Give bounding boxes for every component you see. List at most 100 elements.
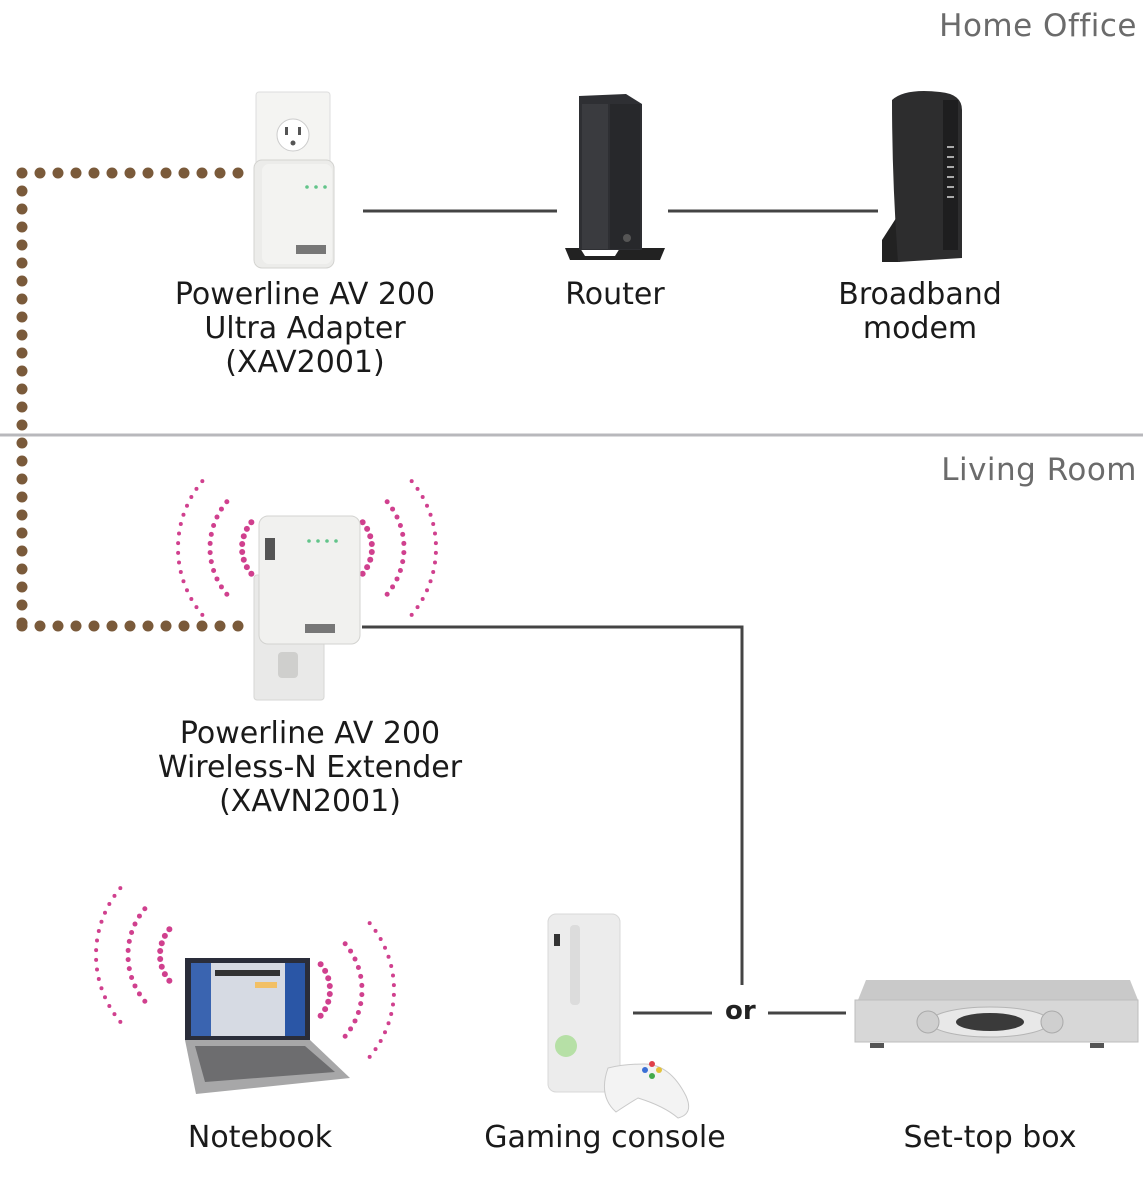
powerline-dot <box>232 620 244 632</box>
powerline-dot <box>124 167 136 179</box>
label-line: Powerline AV 200 <box>179 716 441 751</box>
wifi-signal-dot <box>431 522 436 527</box>
wifi-signal-dot <box>342 1033 348 1039</box>
wifi-signal-dot <box>207 540 213 546</box>
powerline-dot <box>16 167 28 179</box>
wifi-signal-dot <box>367 556 374 563</box>
wifi-signal-dot <box>158 963 165 970</box>
wifi-signal-dot <box>248 570 255 577</box>
powerline-dot <box>16 257 28 269</box>
laptop-icon <box>185 958 350 1094</box>
wire-extender-down <box>362 625 744 985</box>
wifi-signal-dot <box>355 1009 361 1015</box>
wifi-signal-dot <box>107 902 112 907</box>
powerline-dot <box>160 620 172 632</box>
zone-label-living-room: Living Room <box>941 452 1137 488</box>
wifi-signal-dot <box>384 591 390 597</box>
label-line: Wireless-N Extender <box>157 750 463 785</box>
label-gaming-console: Gaming console <box>460 1121 750 1155</box>
powerline-dot <box>178 167 190 179</box>
wifi-signal-dot <box>194 486 199 491</box>
wifi-signal-dot <box>367 921 372 926</box>
wifi-signal-dot <box>207 550 213 556</box>
wifi-signal-dot <box>211 523 217 529</box>
wifi-signal-dot <box>326 983 333 990</box>
wifi-signal-dot <box>415 486 420 491</box>
wifi-signal-dot <box>224 591 230 597</box>
wifi-signal-dot <box>243 525 250 532</box>
wifi-signal-dot <box>352 1018 358 1024</box>
wifi-signal-dot <box>342 941 348 947</box>
label-line: Set-top box <box>903 1120 1077 1155</box>
wifi-signal-dot <box>428 579 433 584</box>
wifi-signal-dot <box>325 998 332 1005</box>
powerline-dot <box>34 620 46 632</box>
powerline-dot <box>16 239 28 251</box>
wifi-signal-dot <box>322 1006 329 1013</box>
powerline-dot <box>106 620 118 632</box>
powerline-dot <box>16 293 28 305</box>
label-line: (XAVN2001) <box>219 784 401 819</box>
powerline-dot <box>16 545 28 557</box>
powerline-dot <box>142 167 154 179</box>
wifi-signal-dot <box>432 531 437 536</box>
powerline-dot <box>16 203 28 215</box>
modem-icon <box>882 91 962 262</box>
game-console-icon <box>547 913 690 1119</box>
powerline-dot <box>16 275 28 287</box>
wifi-signal-dot <box>322 967 329 974</box>
wifi-signal-dot <box>95 938 100 943</box>
powerline-dot <box>16 383 28 395</box>
wifi-signal-dot <box>189 495 194 500</box>
powerline-dot <box>16 221 28 233</box>
wifi-signal-dot <box>389 1011 394 1016</box>
wireless-extender-icon <box>253 515 361 701</box>
powerline-dot <box>16 620 28 632</box>
wifi-signal-dot <box>400 531 406 537</box>
wifi-signal-dot <box>177 560 182 565</box>
wifi-signal-dot <box>358 1001 364 1007</box>
wifi-signal-dot <box>391 983 396 988</box>
powerline-dot <box>16 527 28 539</box>
wifi-signal-dot <box>178 569 183 574</box>
wifi-signal-dot <box>166 926 173 933</box>
powerline-dot <box>52 620 64 632</box>
powerline-dot <box>16 581 28 593</box>
wifi-signal-dot <box>359 519 366 526</box>
wifi-signal-dot <box>208 559 214 565</box>
wifi-signal-dot <box>129 930 135 936</box>
powerline-dot <box>16 329 28 341</box>
wifi-signal-dot <box>391 992 396 997</box>
wifi-signal-dot <box>177 531 182 536</box>
wifi-signal-dot <box>386 954 391 959</box>
wifi-signal-dot <box>184 503 189 508</box>
wifi-signal-dot <box>359 570 366 577</box>
wifi-signal-dot <box>364 564 371 571</box>
wifi-signal-dot <box>214 514 220 520</box>
wifi-signal-dot <box>386 1021 391 1026</box>
wifi-signal-dot <box>142 998 148 1004</box>
wifi-signal-dot <box>432 560 437 565</box>
wifi-signal-dot <box>189 596 194 601</box>
wifi-signal-dot <box>161 932 168 939</box>
powerline-dot <box>70 167 82 179</box>
wifi-signal-dot <box>157 955 164 962</box>
wifi-signal-dot <box>428 512 433 517</box>
powerline-dot <box>142 620 154 632</box>
powerline-adapter-icon <box>253 91 335 269</box>
wifi-signal-dot <box>158 940 165 947</box>
wifi-signal-dot <box>243 564 250 571</box>
wifi-signal-dot <box>96 976 101 981</box>
wifi-signal-dot <box>378 1038 383 1043</box>
wifi-signal-dot <box>325 975 332 982</box>
wifi-signal-dot <box>358 973 364 979</box>
wifi-signal-dot <box>240 556 247 563</box>
wifi-signal-dot <box>317 1012 324 1019</box>
wifi-signal-dot <box>420 495 425 500</box>
powerline-dot <box>16 491 28 503</box>
wifi-signal-dot <box>118 1019 123 1024</box>
wifi-signal-dot <box>99 986 104 991</box>
wifi-signal-dot <box>94 948 99 953</box>
label-powerline-adapter: Powerline AV 200 Ultra Adapter (XAV2001) <box>155 278 455 380</box>
wifi-signal-dot <box>214 576 220 582</box>
